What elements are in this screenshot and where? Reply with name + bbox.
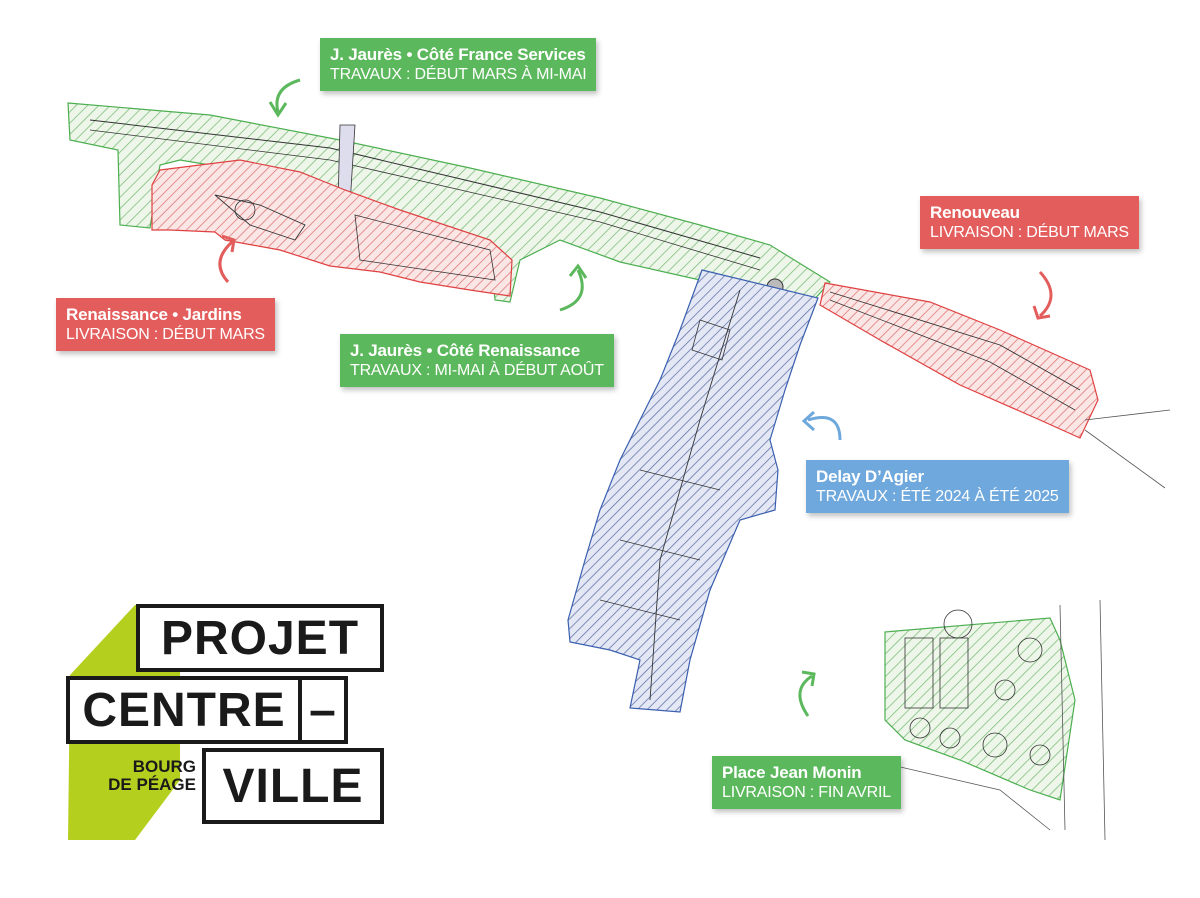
label-subtitle: TRAVAUX : DÉBUT MARS À MI-MAI	[330, 66, 587, 84]
label-subtitle: TRAVAUX : MI-MAI À DÉBUT AOÛT	[350, 362, 604, 380]
arrow-renouveau-icon	[1032, 270, 1053, 320]
logo-word-projet: PROJET	[136, 604, 384, 672]
label-subtitle: TRAVAUX : ÉTÉ 2024 À ÉTÉ 2025	[816, 488, 1059, 506]
zone-place-jean-monin	[869, 599, 1106, 841]
arrow-delay-dagier-icon	[801, 410, 842, 441]
label-jaures-france-services: J. Jaurès • Côté France Services TRAVAUX…	[320, 38, 597, 92]
logo-town-name: BOURG DE PÉAGE	[100, 758, 196, 794]
arrow-renaissance-jardins-icon	[218, 234, 236, 284]
label-title: Renaissance • Jardins	[66, 305, 242, 324]
label-title: Delay D’Agier	[816, 467, 924, 486]
projet-centre-ville-logo: PROJET CENTRE – VILLE BOURG DE PÉAGE	[40, 600, 400, 860]
logo-town-line2: DE PÉAGE	[108, 774, 196, 794]
arrow-jaures-renaissance-icon	[559, 263, 588, 312]
label-jaures-renaissance: J. Jaurès • Côté Renaissance TRAVAUX : M…	[340, 334, 614, 388]
label-title: Place Jean Monin	[722, 763, 862, 782]
zone-renouveau	[819, 282, 1171, 489]
logo-word-centre: CENTRE	[66, 676, 302, 744]
logo-town-line1: BOURG	[132, 757, 196, 776]
label-title: J. Jaurès • Côté France Services	[330, 45, 586, 64]
logo-word-ville: VILLE	[202, 748, 384, 824]
label-title: Renouveau	[930, 203, 1020, 222]
label-place-jean-monin: Place Jean Monin LIVRAISON : FIN AVRIL	[712, 756, 901, 810]
label-subtitle: LIVRAISON : DÉBUT MARS	[930, 224, 1129, 242]
zone-delay-dagier	[567, 269, 819, 713]
zone-renaissance-jardins	[151, 159, 513, 297]
logo-dash: –	[298, 676, 348, 744]
arrow-jaures-france-icon	[268, 78, 301, 118]
label-title: J. Jaurès • Côté Renaissance	[350, 341, 580, 360]
label-delay-dagier: Delay D’Agier TRAVAUX : ÉTÉ 2024 À ÉTÉ 2…	[806, 460, 1069, 514]
label-renouveau: Renouveau LIVRAISON : DÉBUT MARS	[920, 196, 1139, 250]
label-renaissance-jardins: Renaissance • Jardins LIVRAISON : DÉBUT …	[56, 298, 275, 352]
label-subtitle: LIVRAISON : FIN AVRIL	[722, 784, 891, 802]
arrow-place-jean-monin-icon	[798, 670, 816, 717]
label-subtitle: LIVRAISON : DÉBUT MARS	[66, 326, 265, 344]
